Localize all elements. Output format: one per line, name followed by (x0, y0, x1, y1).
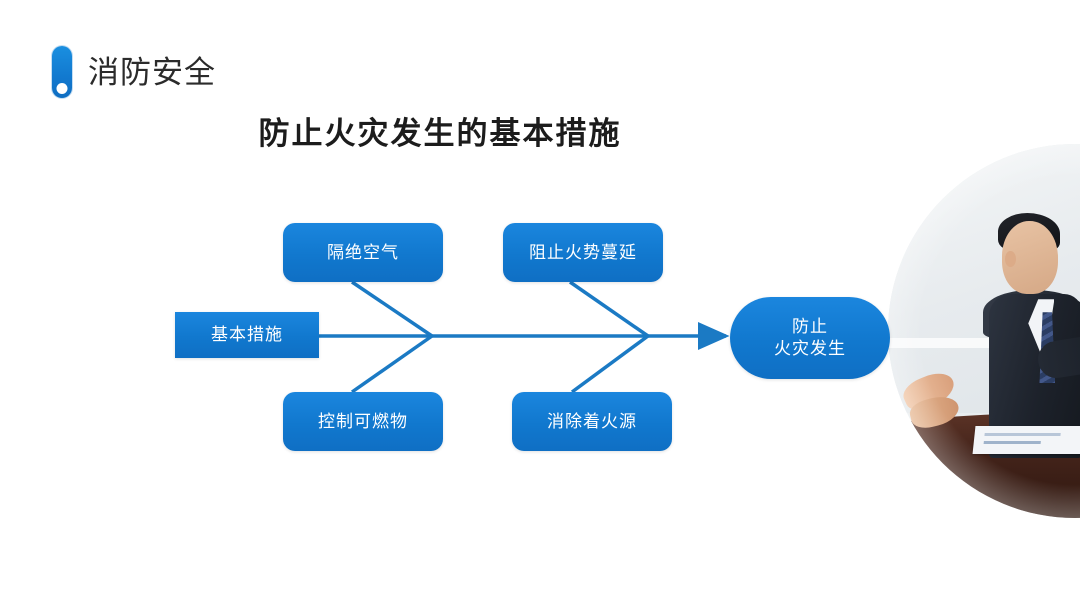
bone-line-top-left (351, 280, 433, 338)
node-cause-label: 阻止火势蔓延 (529, 242, 637, 262)
node-result-label-line1: 防止 (792, 317, 828, 337)
business-handshake-photo (888, 144, 1080, 518)
kicker-label: 消防安全 (88, 54, 216, 90)
photo-content (888, 144, 1080, 518)
bone-line-bottom-right (570, 334, 650, 394)
bone-line-top-right (569, 280, 649, 338)
pill-marker-icon (52, 46, 72, 98)
node-cause-stop-fire-spread[interactable]: 阻止火势蔓延 (503, 223, 663, 282)
node-root-basic-measures[interactable]: 基本措施 (175, 312, 319, 358)
page-title: 防止火灾发生的基本措施 (0, 108, 1080, 153)
node-cause-isolate-air[interactable]: 隔绝空气 (283, 223, 443, 282)
page-title-text: 防止火灾发生的基本措施 (258, 116, 622, 151)
node-cause-label: 控制可燃物 (318, 411, 408, 431)
node-root-label: 基本措施 (211, 325, 283, 345)
node-cause-eliminate-ignition-source[interactable]: 消除着火源 (512, 392, 672, 451)
bone-line-bottom-left (350, 334, 434, 394)
slide-kicker: 消防安全 (52, 46, 216, 98)
node-result-label-line2: 火灾发生 (774, 339, 846, 358)
node-cause-label: 隔绝空气 (327, 242, 399, 262)
node-cause-label: 消除着火源 (547, 411, 637, 431)
node-result-prevent-fire[interactable]: 防止 火灾发生 (730, 297, 890, 379)
node-result-text: 防止 火灾发生 (774, 316, 846, 360)
photo-edge-fade (888, 144, 1080, 518)
node-cause-control-combustibles[interactable]: 控制可燃物 (283, 392, 443, 451)
